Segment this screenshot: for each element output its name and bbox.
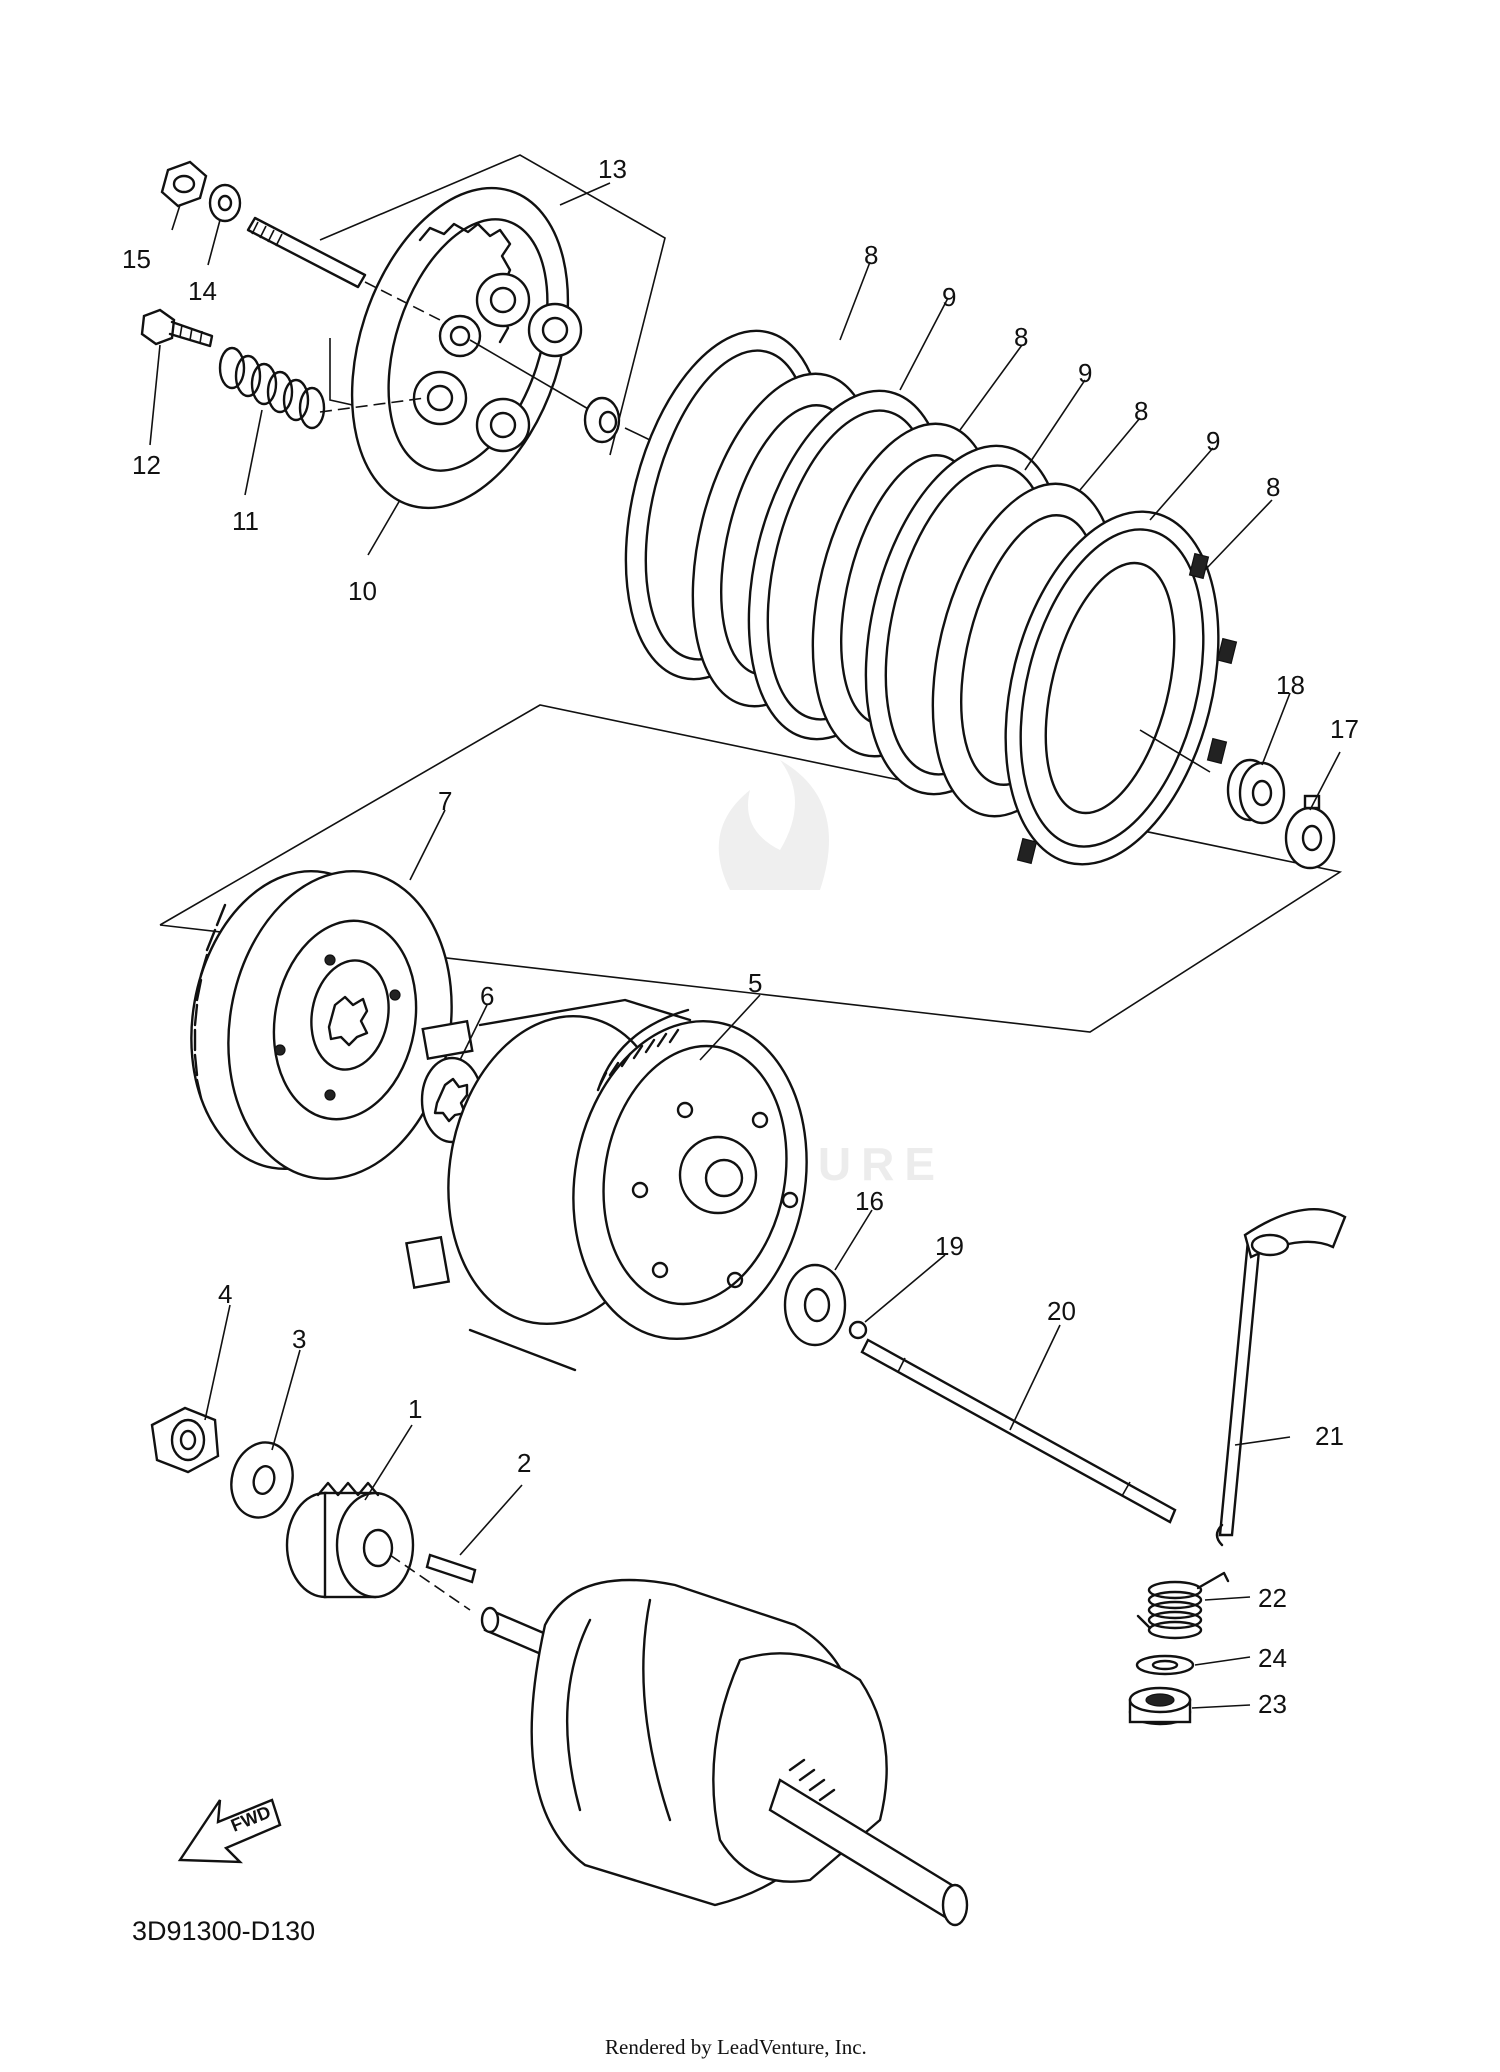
callout-21: 21 [1315,1421,1344,1451]
callout-15: 15 [122,244,151,274]
part-21-push-lever-shaft [1215,1207,1347,1547]
callout-23: 23 [1258,1689,1287,1719]
callout-labels: 13 15 14 12 11 10 8 9 8 9 8 9 8 18 17 7 … [122,154,1359,1719]
callout-9-b: 9 [1078,358,1092,388]
callout-18: 18 [1276,670,1305,700]
callout-7: 7 [438,786,452,816]
stud-alignment-line [364,281,441,321]
part-12-bolt [140,308,214,348]
callout-11: 11 [232,506,259,536]
part-24-washer [1135,1654,1195,1676]
callout-8-a: 8 [864,240,878,270]
document-number: 3D91300-D130 [132,1916,315,1946]
part-3-washer [230,1441,294,1519]
part-2-woodruff-key [425,1553,477,1584]
part-10-pressure-plate [350,186,583,510]
callout-24: 24 [1258,1643,1287,1673]
callout-1: 1 [408,1394,422,1424]
part-23-oil-seal [1128,1686,1192,1726]
callout-2: 2 [517,1448,531,1478]
part-11-spring [218,346,326,430]
part-4-nut [150,1406,220,1474]
callout-16: 16 [855,1186,884,1216]
crankshaft [480,1578,969,1927]
callout-19: 19 [935,1231,964,1261]
callout-20: 20 [1047,1296,1076,1326]
callout-6: 6 [480,981,494,1011]
part-17-lock-washer [1284,794,1336,870]
callout-4: 4 [218,1279,232,1309]
part-19-ball [848,1320,868,1340]
callout-8-d: 8 [1266,472,1280,502]
callout-5: 5 [748,968,762,998]
part-18-nut [1226,758,1286,825]
fwd-arrow-icon: FWD [177,1798,282,1864]
callout-leader-lines [149,182,1341,1709]
part-1-primary-drive-gear [285,1481,415,1599]
part-5-clutch-housing [405,998,808,1372]
pushrod-axis-line [469,339,591,411]
part-7-primary-driven-gear [190,869,453,1181]
callout-12: 12 [132,450,161,480]
callout-13: 13 [598,154,627,184]
clutch-plate-stack [624,329,1238,866]
part-14-washer [208,183,242,223]
part-22-return-spring [1136,1571,1230,1640]
gear-alignment-line [389,1554,471,1611]
callout-8-b: 8 [1014,322,1028,352]
callout-3: 3 [292,1324,306,1354]
callout-10: 10 [348,576,377,606]
push-rod-piece [583,396,651,444]
callout-9-c: 9 [1206,426,1220,456]
callout-8-c: 8 [1134,396,1148,426]
clutch-plate-group-bracket [159,704,1343,1033]
part-16-thrust-washer [783,1263,847,1347]
callout-14: 14 [188,276,217,306]
footer-credit: Rendered by LeadVenture, Inc. [605,2035,867,2059]
part-8-friction-plate-d [1004,510,1238,866]
callout-22: 22 [1258,1583,1287,1613]
part-20-push-rod [860,1338,1177,1524]
callout-9-a: 9 [942,282,956,312]
callout-17: 17 [1330,714,1359,744]
part-15-nut [160,160,208,208]
pressure-plate-stud [246,216,367,289]
